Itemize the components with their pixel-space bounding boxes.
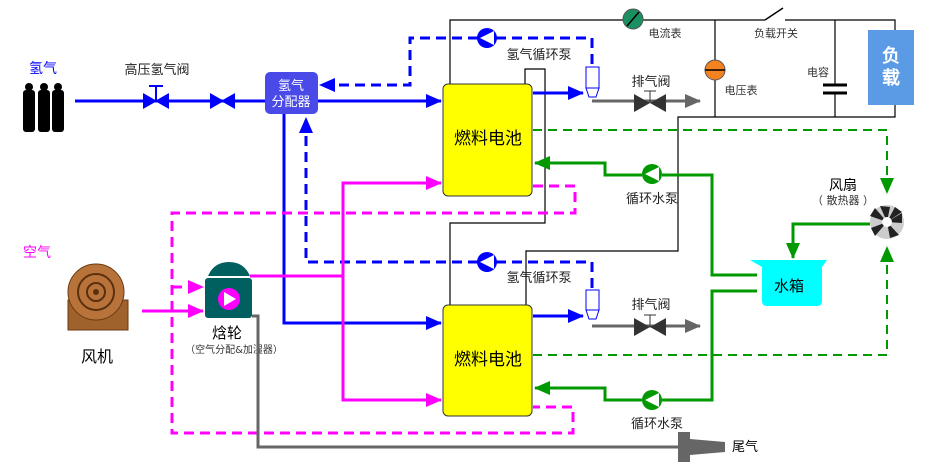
exhaust-label: 尾气 <box>732 439 758 455</box>
hydrogen-distributor <box>265 72 318 114</box>
hydrogen-system: 氢气 高压氢气阀 氢气 分配器 氢气循环泵 氢气循环泵 排气 <box>23 28 701 336</box>
hydrogen-recirc-pump-1-icon[interactable] <box>477 28 497 48</box>
water-separator-1-icon <box>585 66 600 98</box>
ammeter-label: 电流表 <box>649 26 682 40</box>
fan-sublabel: （ 散热器 ） <box>812 193 874 207</box>
air-label: 空气 <box>23 245 51 261</box>
water-pump-1-icon[interactable] <box>642 164 662 184</box>
purge-valve-1-label: 排气阀 <box>631 74 670 90</box>
enthalpy-wheel-label: 焓轮 <box>212 324 242 342</box>
exhaust-outlet-icon <box>678 432 725 462</box>
blower-label: 风机 <box>81 347 113 366</box>
load-label-1: 负 <box>882 45 900 67</box>
recirc-pump-1-label: 氢气循环泵 <box>506 47 571 63</box>
water-tank <box>750 260 827 306</box>
water-pump-2-label: 循环水泵 <box>631 417 683 432</box>
purge-valve-2-label: 排气阀 <box>631 297 670 313</box>
purge-valve-2-icon[interactable] <box>634 314 666 336</box>
water-tank-label: 水箱 <box>774 277 804 295</box>
switch-label: 负载开关 <box>754 26 798 40</box>
hydrogen-recirc-pump-2-icon[interactable] <box>477 252 497 272</box>
air-system: 空气 风机 焓轮 （空气分配&加湿器） 尾气 <box>23 176 758 462</box>
water-separator-2-icon <box>585 289 600 320</box>
ammeter-icon <box>622 8 644 30</box>
distributor-label-1: 氢气 <box>278 78 304 94</box>
recirc-pump-2-label: 氢气循环泵 <box>506 270 571 286</box>
hydrogen-label: 氢气 <box>29 61 57 77</box>
fuel-cell-stack-2: 燃料电池 <box>442 304 533 417</box>
load-label-2: 载 <box>882 67 900 89</box>
load-switch-icon[interactable] <box>764 7 784 21</box>
enthalpy-wheel-sublabel: （空气分配&加湿器） <box>185 343 283 356</box>
hydrogen-cylinders-icon <box>23 83 64 132</box>
cooling-system: 循环水泵 循环水泵 水箱 风扇 （ 散热器 ） <box>533 129 904 432</box>
voltmeter-label: 电压表 <box>725 83 758 97</box>
cooling-fan-icon[interactable] <box>870 205 904 239</box>
purge-valve-1-icon[interactable] <box>634 90 666 112</box>
fuel-cell-stack-1: 燃料电池 <box>442 83 533 197</box>
water-pump-1-label: 循环水泵 <box>626 192 678 207</box>
check-valve-icon[interactable] <box>210 93 235 109</box>
fuel-cell-2-label: 燃料电池 <box>454 350 522 370</box>
distributor-label-2: 分配器 <box>271 95 310 110</box>
blower-icon[interactable] <box>67 263 129 331</box>
voltmeter-icon <box>704 59 726 81</box>
high-pressure-valve-icon[interactable] <box>143 85 169 109</box>
electrical-circuit: 负 载 电流表 负载开关 电压表 电容 <box>449 7 914 305</box>
load-box <box>868 30 914 105</box>
fan-label: 风扇 <box>829 178 857 194</box>
enthalpy-wheel-icon[interactable] <box>205 262 252 318</box>
capacitor-label: 电容 <box>807 65 829 79</box>
capacitor-icon <box>823 83 847 95</box>
water-pump-2-icon[interactable] <box>642 390 662 410</box>
high-pressure-valve-label: 高压氢气阀 <box>124 62 189 78</box>
fuel-cell-1-label: 燃料电池 <box>454 129 522 149</box>
